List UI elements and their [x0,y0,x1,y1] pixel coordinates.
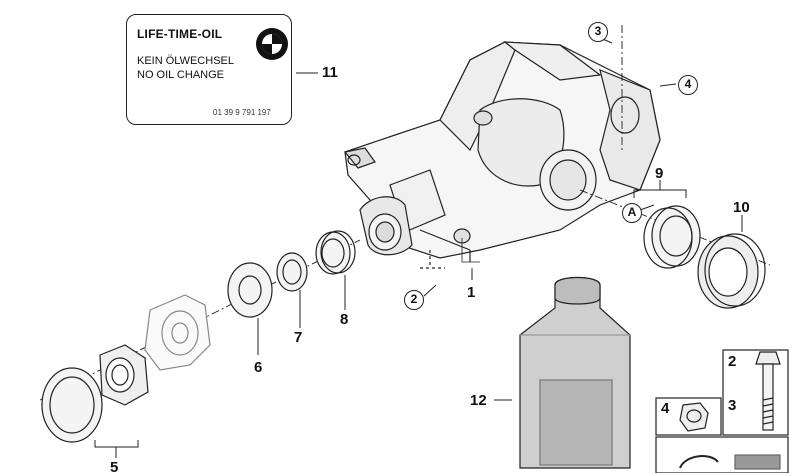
legend-number-3: 3 [728,397,737,414]
output-flange [144,294,211,371]
bmw-roundel-icon [256,28,288,60]
callout-3-circled: 3 [588,22,608,42]
callout-4-circled: 4 [678,75,698,95]
nut-drawing [679,402,709,432]
legend-box-nut [655,397,722,436]
callout-10: 10 [733,199,750,216]
differential-housing [343,41,661,269]
part-12-oil-bottle [519,276,631,469]
part-7-ring [276,252,308,292]
clip-drawing [679,455,719,469]
oil-label-line-1: KEIN ÖLWECHSEL [137,55,234,67]
callout-6: 6 [254,359,263,376]
callout-A-circled: A [622,203,642,223]
oil-label-line-2: NO OIL CHANGE [137,69,224,81]
callout-7: 7 [294,329,303,346]
legend-box-bolt [722,349,789,436]
callout-8: 8 [340,311,349,328]
oil-label-part-number: 01 39 9 791 197 [213,108,271,117]
bolt-drawing [755,351,781,431]
callout-1: 1 [467,284,476,301]
callout-9: 9 [655,165,664,182]
legend-number-4: 4 [661,400,670,417]
part-10-threaded-ring [697,233,766,309]
callout-12: 12 [470,392,487,409]
oil-label-sticker: LIFE-TIME-OIL KEIN ÖLWECHSEL NO OIL CHAN… [126,14,292,125]
part-6-washer [227,262,273,318]
part-5-seal [41,367,103,443]
part-8-seal [315,230,356,275]
callout-5: 5 [110,459,119,476]
legend-box-clip [655,436,789,473]
part-9-seal [643,205,701,269]
callout-11: 11 [322,64,338,81]
callout-2-circled: 2 [404,290,424,310]
legend-number-2: 2 [728,353,737,370]
tag-drawing [734,454,781,470]
oil-label-title: LIFE-TIME-OIL [137,27,223,41]
part-5-nut [99,344,149,406]
